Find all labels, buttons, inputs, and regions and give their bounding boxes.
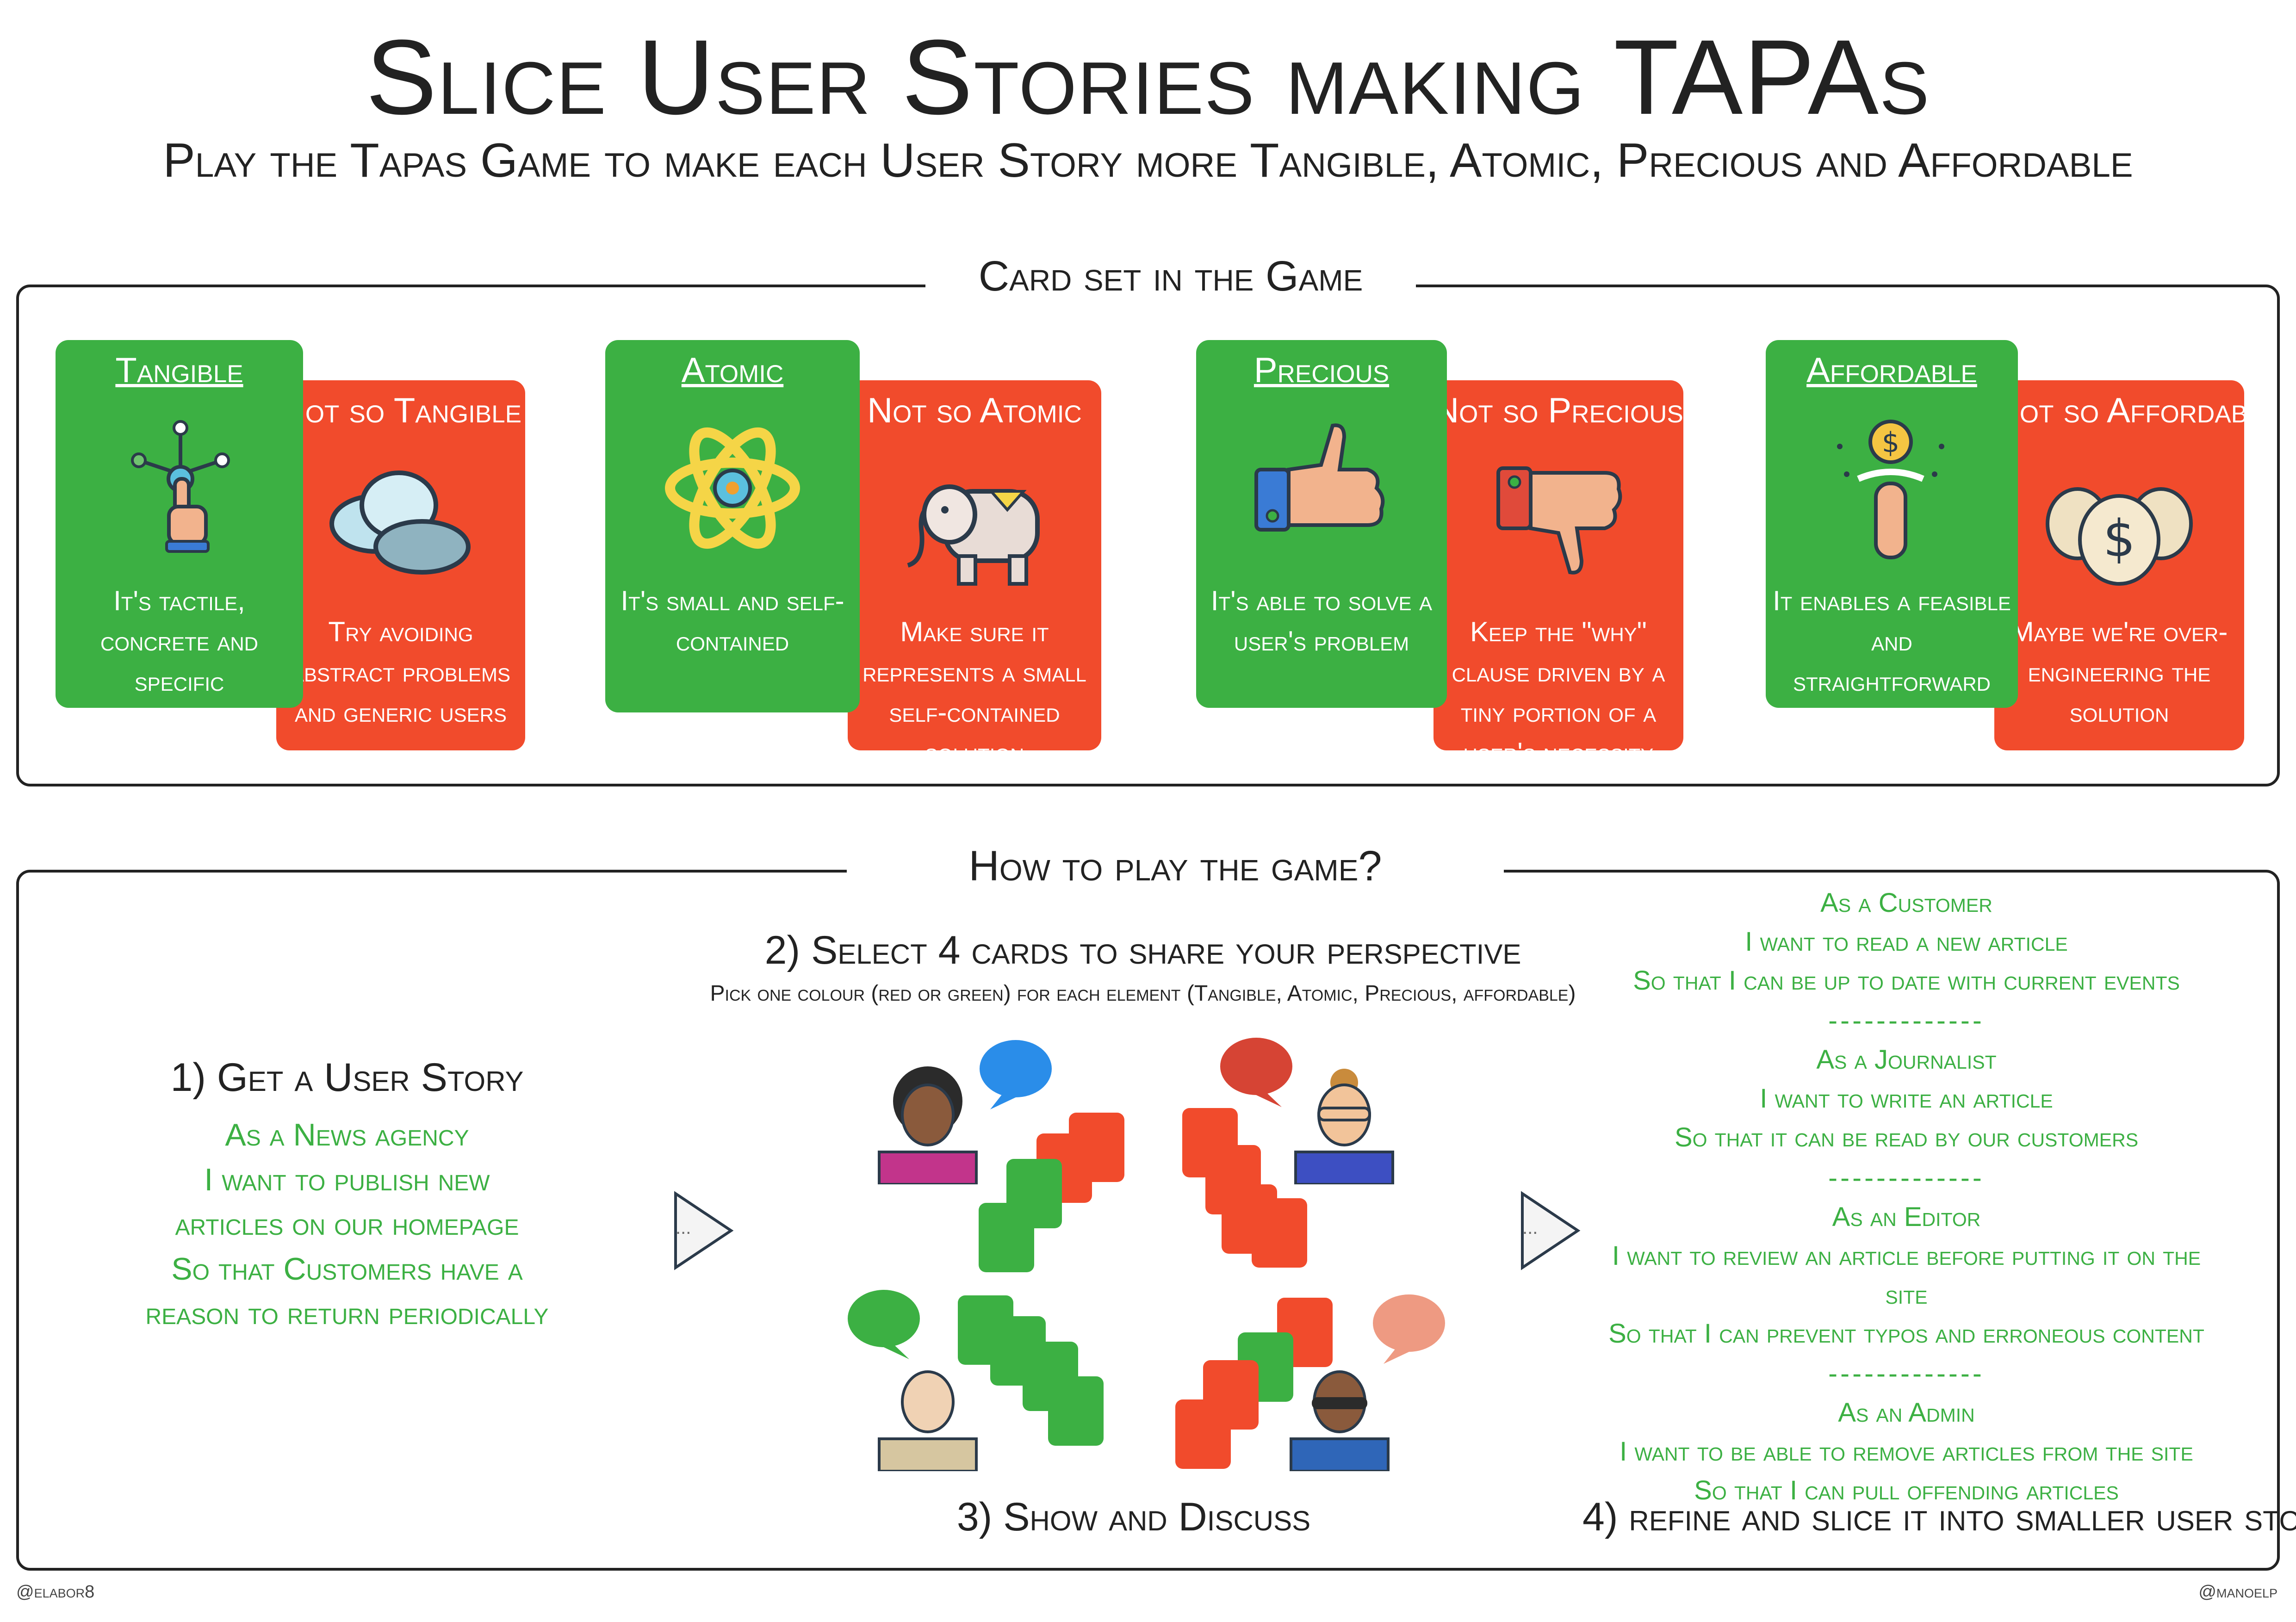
user-story: As a Journalist I want to write an artic… xyxy=(1606,1040,2207,1157)
speech-bubble-icon xyxy=(848,1290,920,1359)
card-description: Keep the "why" clause driven by a tiny p… xyxy=(1452,616,1665,768)
card-description: It's able to solve a user's problem xyxy=(1210,585,1433,656)
how-to-play-label: How to play the game? xyxy=(847,842,1504,891)
card-title: Precious xyxy=(1253,351,1390,390)
story-line: I want to be able to remove articles fro… xyxy=(1620,1436,2193,1467)
user-story: As an Editor I want to review an article… xyxy=(1606,1198,2207,1353)
story-line: As a Customer xyxy=(1820,888,1992,918)
speech-bubble-icon xyxy=(1220,1038,1292,1107)
card-atomic: Atomic It's small and self-contained xyxy=(605,340,860,712)
mini-card xyxy=(1048,1376,1104,1446)
card-description: It's small and self-contained xyxy=(621,585,844,656)
atom-icon xyxy=(665,427,800,549)
thumbs-up-icon xyxy=(1254,423,1385,532)
story-line: reason to return periodically xyxy=(145,1296,549,1331)
coin-finger-icon: $ xyxy=(1837,420,1944,559)
step-1-title: 1) Get a User Story xyxy=(170,1055,524,1100)
card-tangible: Tangible It's tactile, concrete and spec… xyxy=(56,340,303,708)
card-description: It's tactile, concrete and specific xyxy=(100,585,259,697)
step-3-title: 3) Show and Discuss xyxy=(956,1495,1311,1539)
touch-network-icon xyxy=(131,420,230,553)
thumbs-down-icon xyxy=(1496,466,1622,575)
footer-left-handle: @elabor8 xyxy=(16,1582,95,1602)
speech-bubble-icon xyxy=(980,1040,1052,1109)
mini-card xyxy=(979,1203,1034,1272)
card-title: Not so Affordable xyxy=(1994,391,2277,430)
story-line: So that Customers have a xyxy=(171,1251,523,1287)
card-not-so-affordable: Not so Affordable $ Maybe we're over-eng… xyxy=(1994,380,2277,750)
svg-text:$: $ xyxy=(2103,509,2135,568)
speech-bubble-icon xyxy=(1373,1294,1445,1364)
step-4-title: 4) refine and slice it into smaller user… xyxy=(1582,1495,2296,1539)
card-description: It enables a feasible and straightforwar… xyxy=(1773,585,2011,737)
card-precious: Precious It's able to solve a user's pro… xyxy=(1196,340,1447,708)
step-1-user-story: As a News agency I want to publish new a… xyxy=(116,1113,578,1336)
story-separator: ------------- xyxy=(1828,1357,1985,1389)
person-avatar xyxy=(878,1066,978,1184)
play-arrow-icon xyxy=(1521,1191,1581,1270)
card-title: Not so Tangible xyxy=(279,391,522,430)
footer-right-handle: @manoelp xyxy=(2198,1582,2277,1602)
mini-card xyxy=(1252,1198,1307,1268)
story-line: So that I can prevent typos and erroneou… xyxy=(1608,1318,2204,1349)
story-separator: ------------- xyxy=(1828,1162,1985,1193)
card-title: Affordable xyxy=(1806,351,1977,390)
cloud-icon xyxy=(329,471,471,575)
page-subtitle: Play the Tapas Game to make each User St… xyxy=(163,134,2133,187)
person-avatar xyxy=(1294,1069,1394,1184)
user-story: As an Admin I want to be able to remove … xyxy=(1606,1393,2207,1510)
card-not-so-tangible: Not so Tangible Try avoiding abstract pr… xyxy=(276,380,525,750)
card-not-so-atomic: Not so Atomic Make sure it represents a … xyxy=(848,380,1101,768)
story-line: I want to review an article before putti… xyxy=(1612,1240,2201,1310)
story-line: articles on our homepage xyxy=(175,1207,519,1242)
step-2-title: 2) Select 4 cards to share your perspect… xyxy=(764,928,1521,972)
refined-stories: As a Customer I want to read a new artic… xyxy=(1606,884,2207,1510)
step-2-hint: Pick one colour (red or green) for each … xyxy=(710,981,1576,1006)
story-line: As a Journalist xyxy=(1816,1045,1997,1075)
arrow-label: ... xyxy=(676,1218,691,1238)
story-line: I want to read a new article xyxy=(1745,927,2068,957)
story-line: So that I can be up to date with current… xyxy=(1633,966,2180,996)
story-line: As an Admin xyxy=(1838,1397,1975,1428)
story-line: So that it can be read by our customers xyxy=(1674,1122,2139,1153)
card-title: Tangible xyxy=(115,351,243,390)
arrow-label: ... xyxy=(1522,1218,1538,1238)
story-separator: ------------- xyxy=(1828,1005,1985,1036)
story-line: So that I can pull offending articles xyxy=(1694,1475,2119,1506)
elephant-icon xyxy=(907,484,1040,586)
card-title: Not so Precious xyxy=(1433,391,1683,430)
story-line: I want to write an article xyxy=(1760,1083,2053,1114)
person-avatar xyxy=(878,1370,978,1471)
story-line: As an Editor xyxy=(1832,1201,1981,1232)
card-not-so-precious: Not so Precious Keep the "why" clause dr… xyxy=(1433,380,1683,768)
card-set-label: Card set in the Game xyxy=(925,252,1416,301)
page-title: Slice User Stories making TAPAs xyxy=(366,18,1930,136)
card-description: Try avoiding abstract problems and gener… xyxy=(291,616,511,728)
play-arrow-icon xyxy=(674,1191,734,1270)
money-bags-icon: $ xyxy=(2046,487,2193,586)
story-line: As a News agency xyxy=(225,1117,469,1152)
person-avatar xyxy=(1290,1370,1390,1471)
user-story: As a Customer I want to read a new artic… xyxy=(1606,884,2207,1000)
card-title: Not so Atomic xyxy=(867,391,1082,430)
card-description: Maybe we're over-engineering the solutio… xyxy=(2011,616,2228,728)
card-affordable: Affordable $ It enables a feasible and s… xyxy=(1766,340,2018,737)
svg-text:$: $ xyxy=(1882,427,1899,459)
story-line: I want to publish new xyxy=(204,1162,490,1197)
card-description: Make sure it represents a small self-con… xyxy=(863,616,1086,768)
card-title: Atomic xyxy=(681,351,784,390)
mini-card xyxy=(1175,1399,1231,1469)
